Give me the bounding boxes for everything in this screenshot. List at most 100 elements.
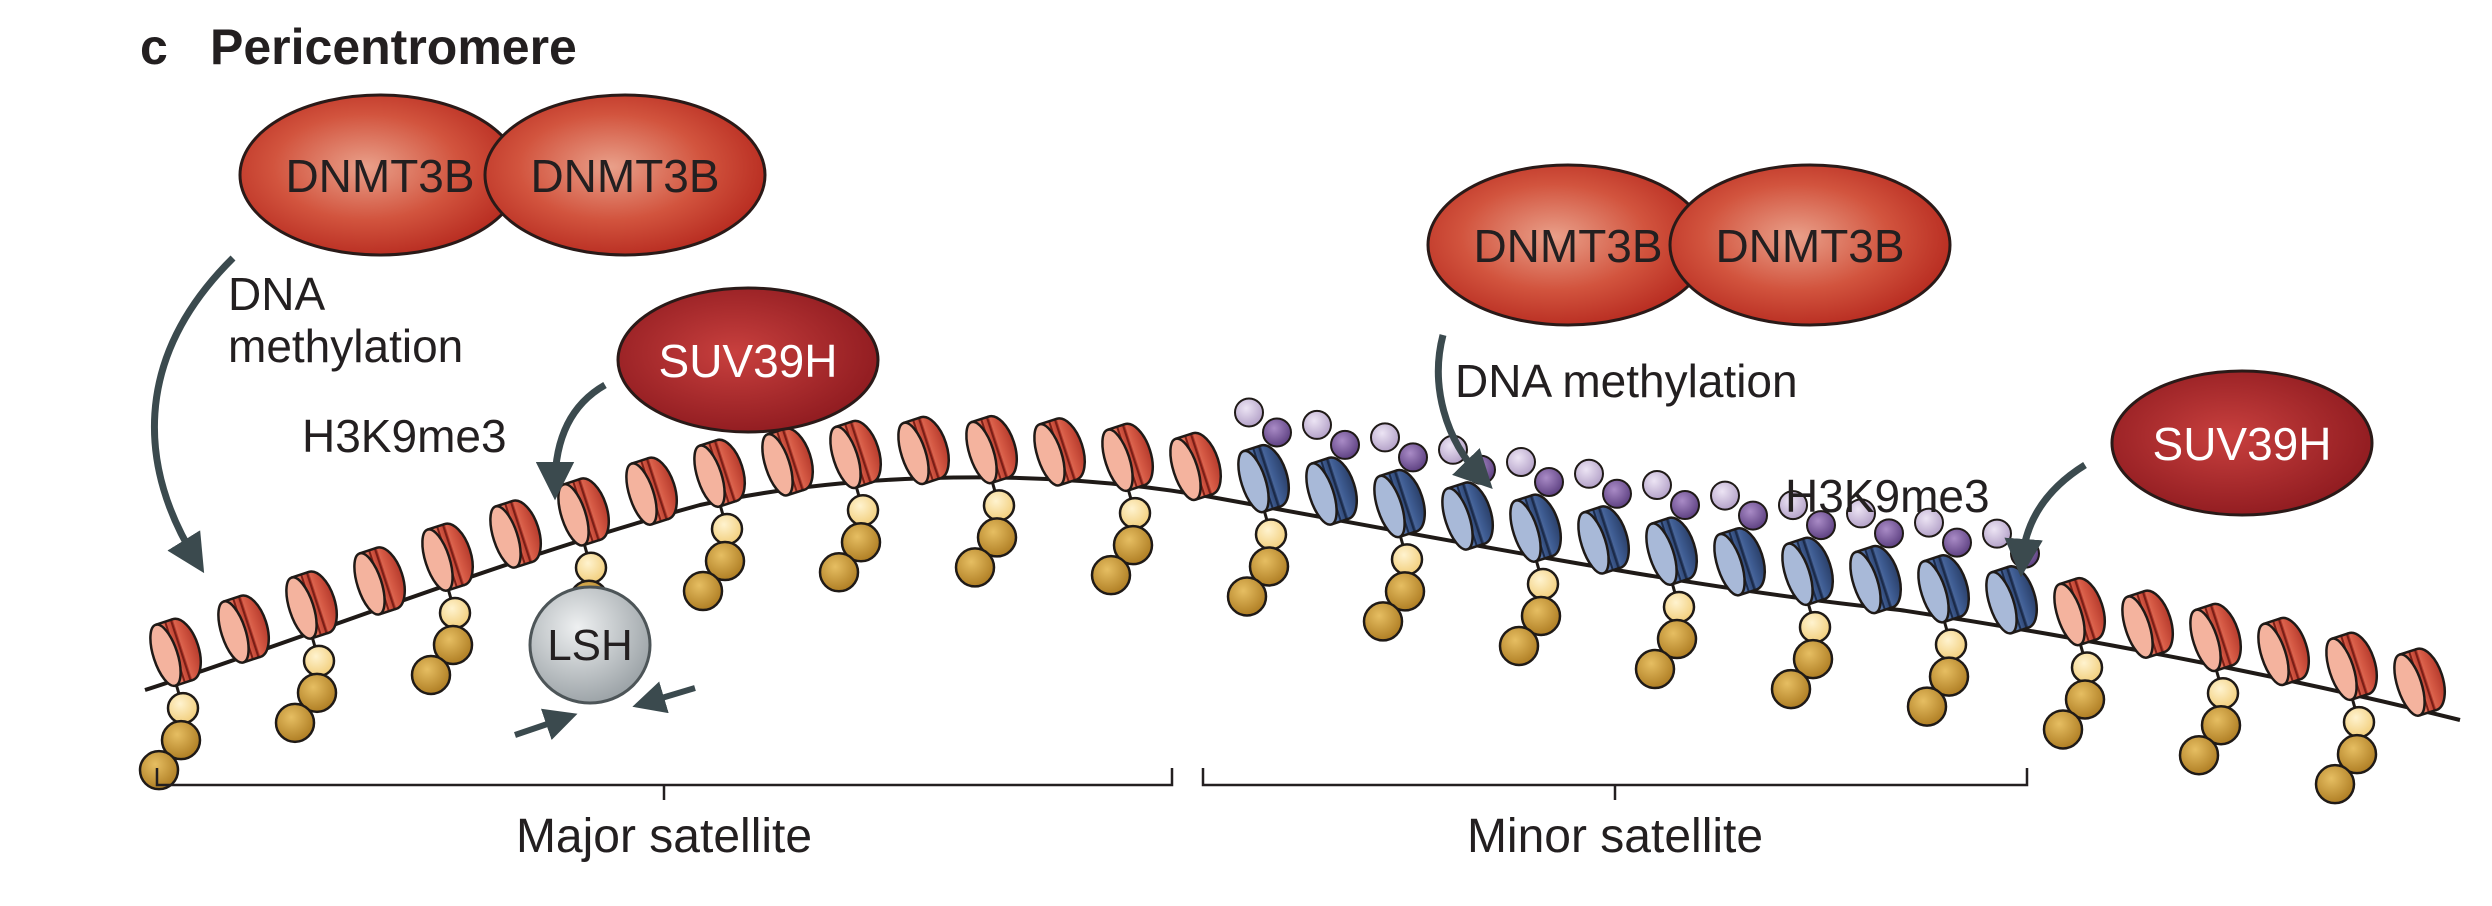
tail-bead (1656, 618, 1698, 660)
tail-bead-light (710, 512, 744, 546)
tail-bead (840, 522, 882, 563)
tail-bead (1498, 625, 1540, 667)
nucleosome-blue (1985, 565, 2039, 635)
histone-tail (138, 679, 202, 791)
dna-methylation-label-line2: methylation (228, 320, 463, 372)
tail-bead (410, 654, 452, 696)
histone-tail (1498, 555, 1562, 667)
tail-bead (2200, 704, 2242, 746)
nucleosome-blue (1781, 536, 1835, 607)
nucleosome-blue (1713, 527, 1767, 597)
nucleosome-blue (1917, 554, 1971, 624)
nucleosome-red (421, 522, 475, 592)
dna-methylation-label: DNA methylation (1455, 355, 1798, 407)
h3k9me3-arrow-left (535, 381, 607, 501)
nucleosome-red (761, 427, 815, 497)
nucleosome-red (1101, 422, 1155, 493)
tail-bead (432, 624, 474, 666)
methyl-mark (1981, 518, 2012, 549)
nucleosome-red (829, 419, 883, 490)
nucleosome-blue (1509, 493, 1563, 563)
methyl-mark (1505, 446, 1536, 477)
histone-tail (682, 500, 746, 612)
tail-bead-light (166, 691, 200, 725)
tail-bead (1090, 554, 1132, 596)
methyl-mark (1369, 422, 1400, 453)
panel-title: Pericentromere (210, 19, 577, 75)
methyl-mark (1845, 498, 1876, 529)
tail-bead-light (1118, 496, 1152, 530)
tail-bead (704, 540, 746, 582)
tail-bead (1226, 576, 1268, 617)
methyl-mark (1913, 507, 1944, 538)
methyl-mark (1873, 518, 1904, 549)
nucleosome-blue (1237, 443, 1291, 514)
histone-tails (138, 477, 2378, 805)
lsh-arrow-left (514, 708, 578, 740)
tail-bead-light (1798, 610, 1832, 644)
methyl-mark (1261, 417, 1292, 448)
methyl-mark (1737, 500, 1768, 531)
nucleosome-red (557, 477, 611, 547)
histone-tail (1634, 578, 1698, 690)
tail-bead (2064, 679, 2106, 720)
histone-tail (1770, 598, 1834, 710)
histone-tail (818, 481, 882, 593)
dnmt3b-label: DNMT3B (530, 150, 719, 202)
lsh-protein: LSH (528, 585, 652, 705)
methyl-mark (1233, 397, 1264, 428)
methyl-mark (1941, 527, 1972, 558)
tail-bead-light (1934, 628, 1968, 661)
tail-bead (1384, 571, 1426, 612)
tail-bead-light (1254, 518, 1288, 551)
tail-bead-light (1662, 590, 1696, 624)
tail-bead-light (1390, 543, 1424, 576)
tail-bead (160, 719, 202, 761)
nucleosome-blue (1645, 516, 1699, 587)
methyl-mark (1641, 470, 1672, 501)
major-satellite-bracket (155, 768, 1174, 800)
suv39h-left: SUV39H (616, 286, 880, 434)
methyl-mark (1777, 490, 1808, 521)
tail-bead-light (302, 644, 336, 678)
dna-methylation-arrow-left (150, 255, 236, 574)
tail-bead-light (2342, 705, 2376, 739)
nucleosome-red (353, 546, 407, 616)
tail-bead-light (438, 596, 472, 630)
histone-tail (274, 632, 338, 744)
tail-bead (954, 547, 996, 588)
tail-bead (296, 672, 338, 714)
tail-bead-light (1526, 567, 1560, 601)
lsh-arrow-right (632, 681, 696, 714)
nucleosome-red (1033, 417, 1087, 487)
tail-bead (1362, 601, 1404, 642)
tail-bead (2314, 763, 2356, 805)
minor-satellite-bracket (1201, 768, 2029, 800)
h3k9me3-label: H3K9me3 (1785, 470, 1990, 522)
suv39h-label: SUV39H (659, 335, 838, 387)
tail-bead (2336, 733, 2378, 775)
suv39h-label: SUV39H (2153, 418, 2332, 470)
nucleosome-blue (1373, 468, 1427, 539)
histone-tail (954, 477, 1018, 588)
h3k9me3-arrow-right (2004, 462, 2087, 578)
methyl-mark (1397, 442, 1428, 473)
dnmt3b-label: DNMT3B (1715, 220, 1904, 272)
tail-bead (274, 702, 316, 744)
tail-bead (682, 570, 724, 612)
nucleosome-blue (1305, 456, 1359, 526)
histone-tail (2178, 664, 2242, 776)
dnmt3b-label: DNMT3B (285, 150, 474, 202)
histone-tail (1226, 506, 1290, 617)
nucleosome-red (2325, 631, 2379, 702)
tail-bead (2178, 734, 2220, 776)
nucleosome-blue (1441, 481, 1495, 551)
nucleosome-blue (1577, 505, 1631, 575)
histone-tail (2314, 693, 2378, 805)
major-satellite-label: Major satellite (516, 810, 812, 863)
nucleosome-array (149, 414, 2447, 717)
nucleosome-red (965, 414, 1019, 485)
tail-bead (1928, 656, 1970, 697)
nucleosome-red (1169, 431, 1223, 502)
